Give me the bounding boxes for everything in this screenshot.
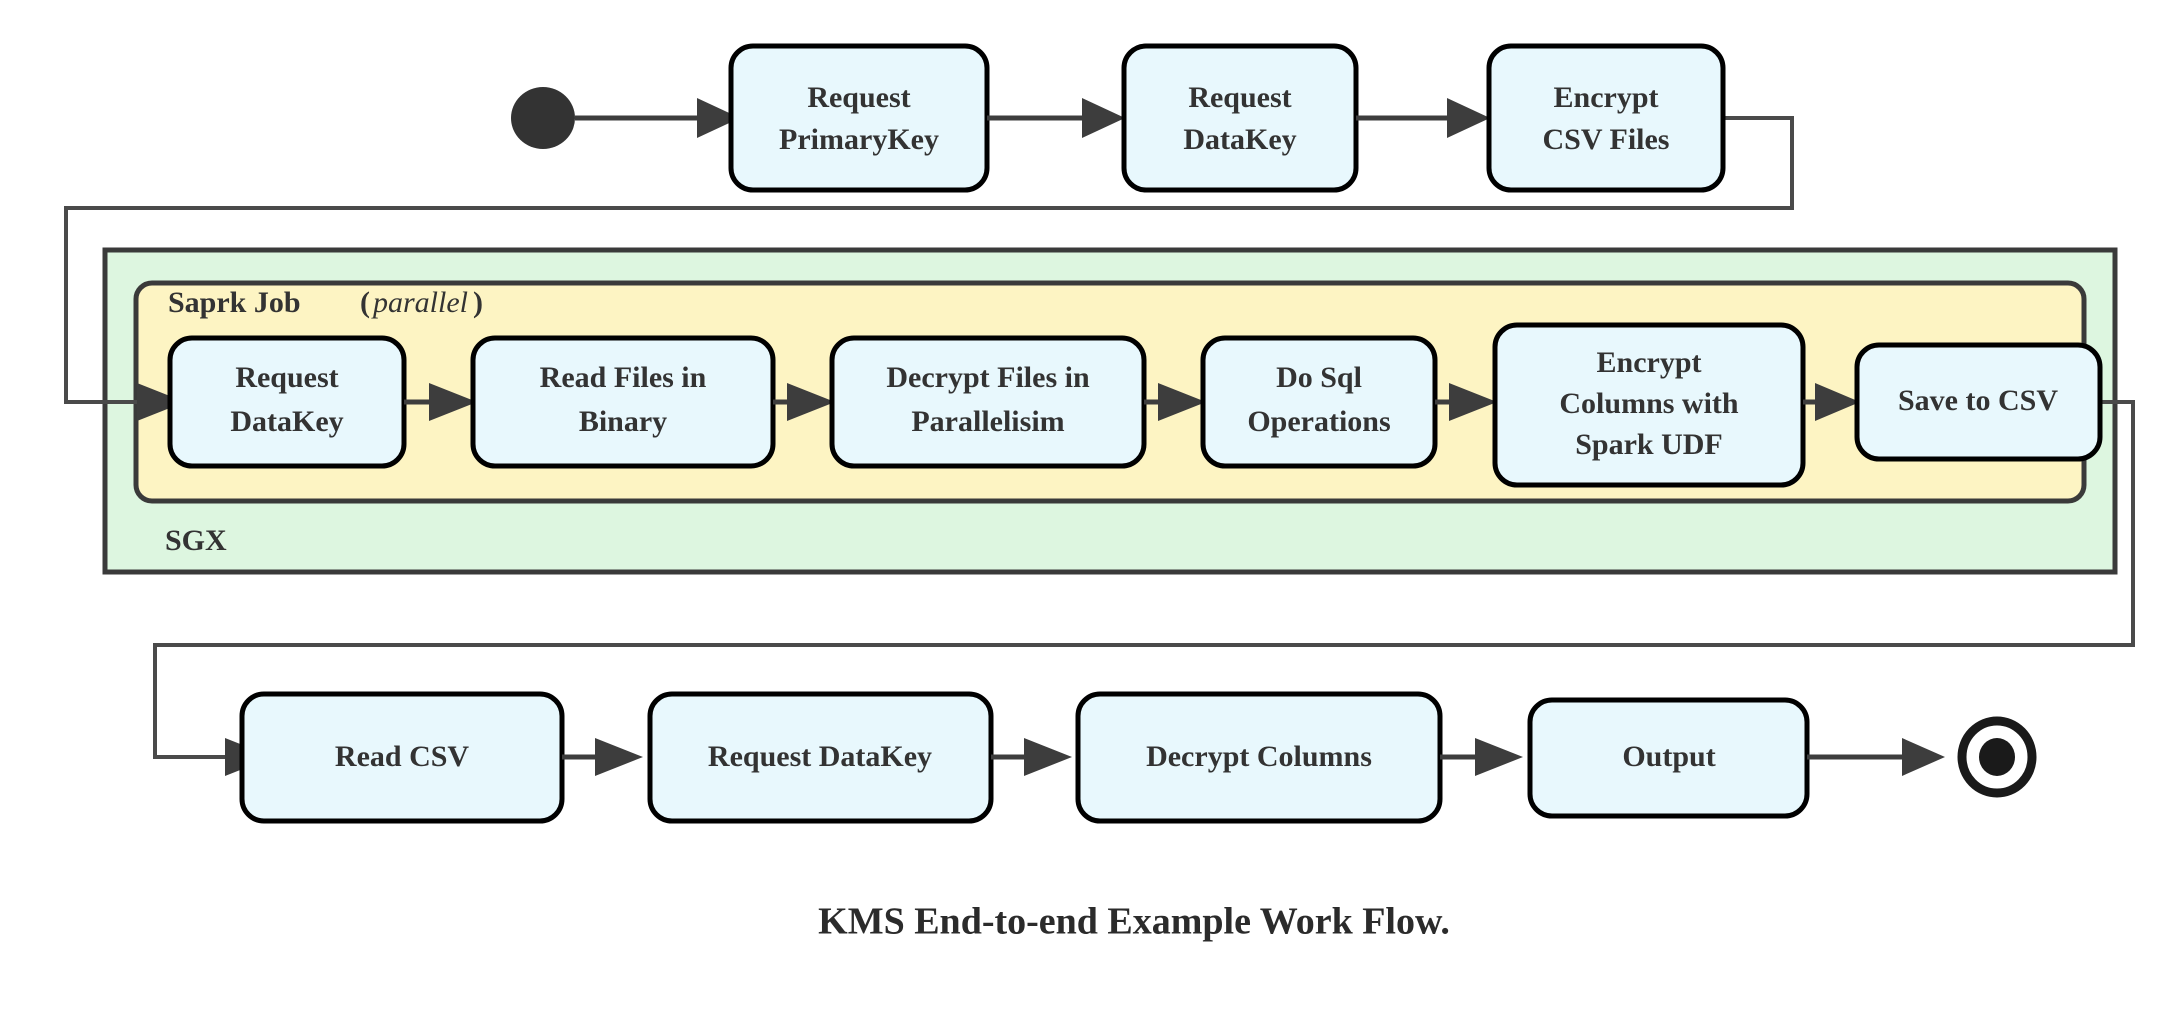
sgx-container-label: SGX <box>165 524 227 557</box>
end-dot-icon <box>1979 738 2015 776</box>
node-decrypt-files-in-parallelisim-line-1: Decrypt Files in <box>886 361 1090 394</box>
arrowhead <box>1449 383 1497 421</box>
arrowhead <box>787 383 835 421</box>
end-ring-icon <box>1957 716 2037 798</box>
node-request-datakey-spark-line-2: DataKey <box>230 405 343 438</box>
node-encrypt-columns-with-spark-udf[interactable]: Encrypt Columns with Spark UDF <box>1492 322 1806 488</box>
arrowhead <box>1082 98 1125 138</box>
node-save-to-csv-line-1: Save to CSV <box>1898 384 2058 417</box>
node-request-datakey-spark-line-1: Request <box>235 361 338 394</box>
node-save-to-csv-box[interactable] <box>1854 342 2103 462</box>
arrowhead <box>1475 738 1523 776</box>
edge-request-datakey-to-decrypt-columns <box>991 738 1072 776</box>
start-node <box>511 87 575 149</box>
node-request-primarykey-line-1: Request <box>807 81 910 114</box>
node-read-files-in-binary-line-2: Binary <box>579 405 667 438</box>
node-request-datakey-top-line-2: DataKey <box>1183 123 1296 156</box>
edge-read-csv-to-request-datakey <box>562 738 643 776</box>
arrowhead <box>1815 383 1860 421</box>
node-read-files-in-binary-line-1: Read Files in <box>540 361 707 394</box>
node-request-primarykey-line-2: PrimaryKey <box>779 123 939 156</box>
node-do-sql-operations-line-1: Do Sql <box>1276 361 1362 394</box>
node-encrypt-columns-with-spark-udf-line-2: Columns with <box>1559 387 1739 420</box>
edge-decrypt-columns-to-output <box>1440 738 1523 776</box>
edge-encrypt-columns-to-save-csv <box>1803 383 1860 421</box>
node-read-csv[interactable]: Read CSV <box>239 691 565 824</box>
arrowhead <box>1902 738 1945 776</box>
node-do-sql-operations[interactable]: Do Sql Operations <box>1200 335 1438 469</box>
edge-output-to-end <box>1807 738 1945 776</box>
arrowhead <box>1447 98 1490 138</box>
node-do-sql-operations-line-2: Operations <box>1247 405 1390 438</box>
edge-datakey-to-read-files <box>404 383 477 421</box>
node-read-files-in-binary-box[interactable] <box>470 335 776 469</box>
arrowhead <box>697 98 740 138</box>
node-decrypt-files-in-parallelisim-box[interactable] <box>829 335 1147 469</box>
node-output[interactable]: Output <box>1527 697 1810 819</box>
arrowhead <box>1158 383 1206 421</box>
node-request-datakey-top-box[interactable] <box>1121 43 1359 193</box>
spark-job-modifier-close: ) <box>473 286 483 319</box>
edge-encrypt-csv-to-spark <box>64 116 1794 421</box>
end-node <box>1957 716 2037 798</box>
node-request-primarykey[interactable]: Request PrimaryKey <box>728 43 990 193</box>
start-circle-icon <box>511 87 575 149</box>
arrowhead <box>137 383 185 421</box>
node-encrypt-csv-files-line-2: CSV Files <box>1543 123 1670 156</box>
arrowhead <box>1024 738 1072 776</box>
node-save-to-csv[interactable]: Save to CSV <box>1854 342 2103 462</box>
arrowhead <box>595 738 643 776</box>
node-request-primarykey-box[interactable] <box>728 43 990 193</box>
spark-job-modifier-open: ( <box>360 286 370 319</box>
node-read-files-in-binary[interactable]: Read Files in Binary <box>470 335 776 469</box>
edge-start-to-request-primarykey <box>575 98 740 138</box>
node-decrypt-columns[interactable]: Decrypt Columns <box>1075 691 1443 824</box>
spark-job-container-label: Saprk Job <box>168 286 301 319</box>
node-encrypt-csv-files-line-1: Encrypt <box>1554 81 1659 114</box>
diagram-caption: KMS End-to-end Example Work Flow. <box>818 901 1450 943</box>
node-do-sql-operations-box[interactable] <box>1200 335 1438 469</box>
node-request-datakey-spark-box[interactable] <box>167 335 407 469</box>
node-request-datakey-top[interactable]: Request DataKey <box>1121 43 1359 193</box>
node-request-datakey-spark[interactable]: Request DataKey <box>167 335 407 469</box>
node-encrypt-columns-with-spark-udf-line-1: Encrypt <box>1597 346 1702 379</box>
node-output-line-1: Output <box>1622 740 1715 773</box>
node-decrypt-files-in-parallelisim[interactable]: Decrypt Files in Parallelisim <box>829 335 1147 469</box>
node-encrypt-csv-files[interactable]: Encrypt CSV Files <box>1486 43 1726 193</box>
node-request-datakey-bottom[interactable]: Request DataKey <box>647 691 994 824</box>
edge-read-files-to-decrypt-files <box>773 383 835 421</box>
node-decrypt-files-in-parallelisim-line-2: Parallelisim <box>911 405 1064 438</box>
arrowhead <box>429 383 477 421</box>
edge-datakey-to-encrypt-csv <box>1356 98 1490 138</box>
edge-do-sql-to-encrypt-columns <box>1435 383 1497 421</box>
node-encrypt-columns-with-spark-udf-line-3: Spark UDF <box>1575 428 1723 461</box>
node-request-datakey-bottom-line-1: Request DataKey <box>708 740 932 773</box>
node-read-csv-line-1: Read CSV <box>335 740 470 773</box>
node-encrypt-csv-files-box[interactable] <box>1486 43 1726 193</box>
node-encrypt-columns-with-spark-udf-box[interactable] <box>1492 322 1806 488</box>
edge-primarykey-to-datakey <box>987 98 1125 138</box>
edge-decrypt-files-to-do-sql <box>1144 383 1206 421</box>
node-decrypt-columns-line-1: Decrypt Columns <box>1146 740 1372 773</box>
spark-job-modifier-word: parallel <box>371 286 468 319</box>
node-request-datakey-top-line-1: Request <box>1188 81 1291 114</box>
